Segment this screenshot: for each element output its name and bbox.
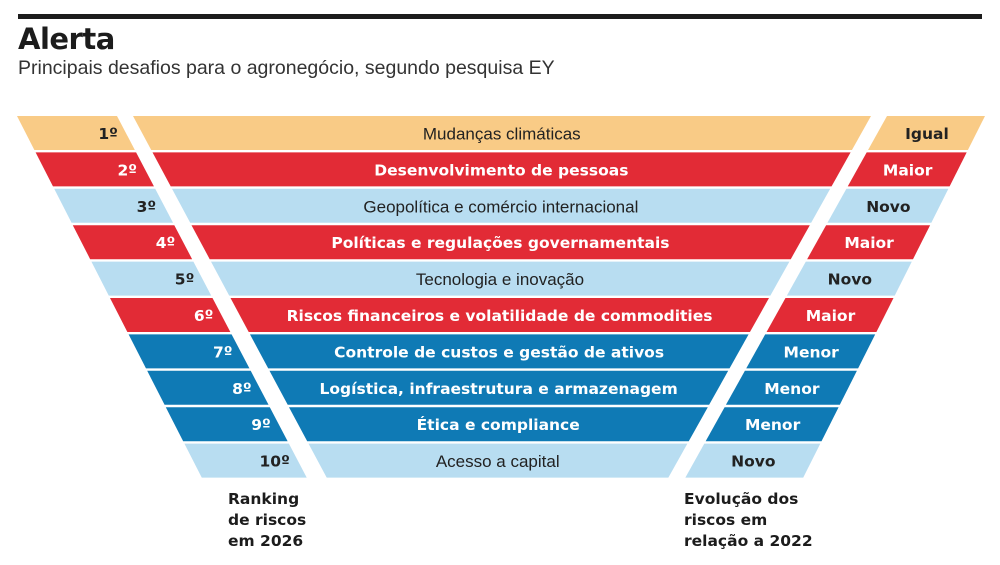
risk-band-2: [152, 152, 851, 187]
risk-label-2: Desenvolvimento de pessoas: [374, 161, 628, 179]
risk-label-6: Riscos financeiros e volatilidade de com…: [287, 307, 713, 325]
evolution-cell-10: [685, 443, 821, 478]
risk-band-4: [191, 225, 810, 260]
evolution-label-5: Novo: [828, 271, 872, 289]
rank-label-6: 6º: [194, 307, 214, 325]
risk-label-3: Geopolítica e comércio internacional: [363, 197, 638, 216]
evolution-cell-9: [705, 407, 839, 442]
risk-label-8: Logística, infraestrutura e armazenagem: [320, 380, 678, 398]
evolution-cell-6: [766, 298, 894, 332]
evolution-label-8: Menor: [764, 380, 820, 398]
risk-label-1: Mudanças climáticas: [423, 125, 581, 144]
rank-label-8: 8º: [232, 380, 252, 398]
evolution-label-7: Menor: [784, 343, 840, 361]
page-title: Alerta: [18, 22, 115, 56]
risk-label-7: Controle de custos e gestão de ativos: [334, 343, 664, 361]
evolution-label-4: Maior: [844, 234, 894, 252]
risk-label-5: Tecnologia e inovação: [416, 270, 584, 289]
rank-cell-1: [17, 116, 135, 150]
evolution-cell-1: [868, 116, 985, 150]
page-subtitle: Principais desafios para o agronegócio, …: [18, 57, 555, 79]
risk-band-9: [289, 407, 708, 442]
risk-band-7: [250, 334, 749, 369]
evolution-label-6: Maior: [806, 307, 856, 325]
evolution-cell-8: [725, 370, 857, 405]
rank-cell-2: [35, 152, 154, 187]
evolution-label-10: Novo: [731, 453, 775, 471]
risk-label-9: Ética e compliance: [417, 415, 580, 434]
rank-label-5: 5º: [175, 271, 195, 289]
rank-cell-7: [128, 334, 250, 369]
footer-ranking-label: Ranking de riscos em 2026: [228, 490, 307, 550]
rank-cell-9: [165, 407, 288, 442]
evolution-cell-5: [786, 261, 912, 296]
rank-cell-3: [54, 188, 174, 223]
risk-label-4: Políticas e regulações governamentais: [331, 234, 669, 252]
evolution-label-1: Igual: [905, 125, 949, 143]
rank-label-3: 3º: [137, 198, 157, 216]
risk-band-3: [172, 188, 831, 223]
rank-label-9: 9º: [251, 416, 271, 434]
risk-band-10: [308, 443, 688, 478]
evolution-cell-3: [827, 188, 949, 223]
risk-band-8: [269, 370, 729, 405]
risk-label-10: Acesso a capital: [436, 452, 560, 471]
rank-label-1: 1º: [98, 125, 118, 143]
rank-label-7: 7º: [213, 343, 233, 361]
evolution-label-9: Menor: [745, 416, 801, 434]
rank-cell-10: [184, 443, 307, 478]
rank-cell-8: [147, 370, 269, 405]
rank-cell-4: [72, 225, 193, 260]
rank-cell-6: [110, 298, 231, 332]
evolution-label-2: Maior: [883, 161, 933, 179]
rank-label-4: 4º: [156, 234, 176, 252]
risk-band-6: [230, 298, 769, 332]
risk-band-1: [133, 116, 871, 150]
top-rule: [18, 14, 982, 19]
rank-cell-5: [91, 261, 212, 296]
rank-label-2: 2º: [117, 161, 137, 179]
footer-evolution-label: Evolução dos riscos em relação a 2022: [684, 490, 813, 550]
evolution-label-3: Novo: [866, 198, 910, 216]
evolution-cell-4: [807, 225, 931, 260]
rank-label-10: 10º: [260, 453, 290, 471]
evolution-cell-2: [847, 152, 967, 187]
evolution-cell-7: [746, 334, 876, 369]
risk-band-5: [211, 261, 790, 296]
